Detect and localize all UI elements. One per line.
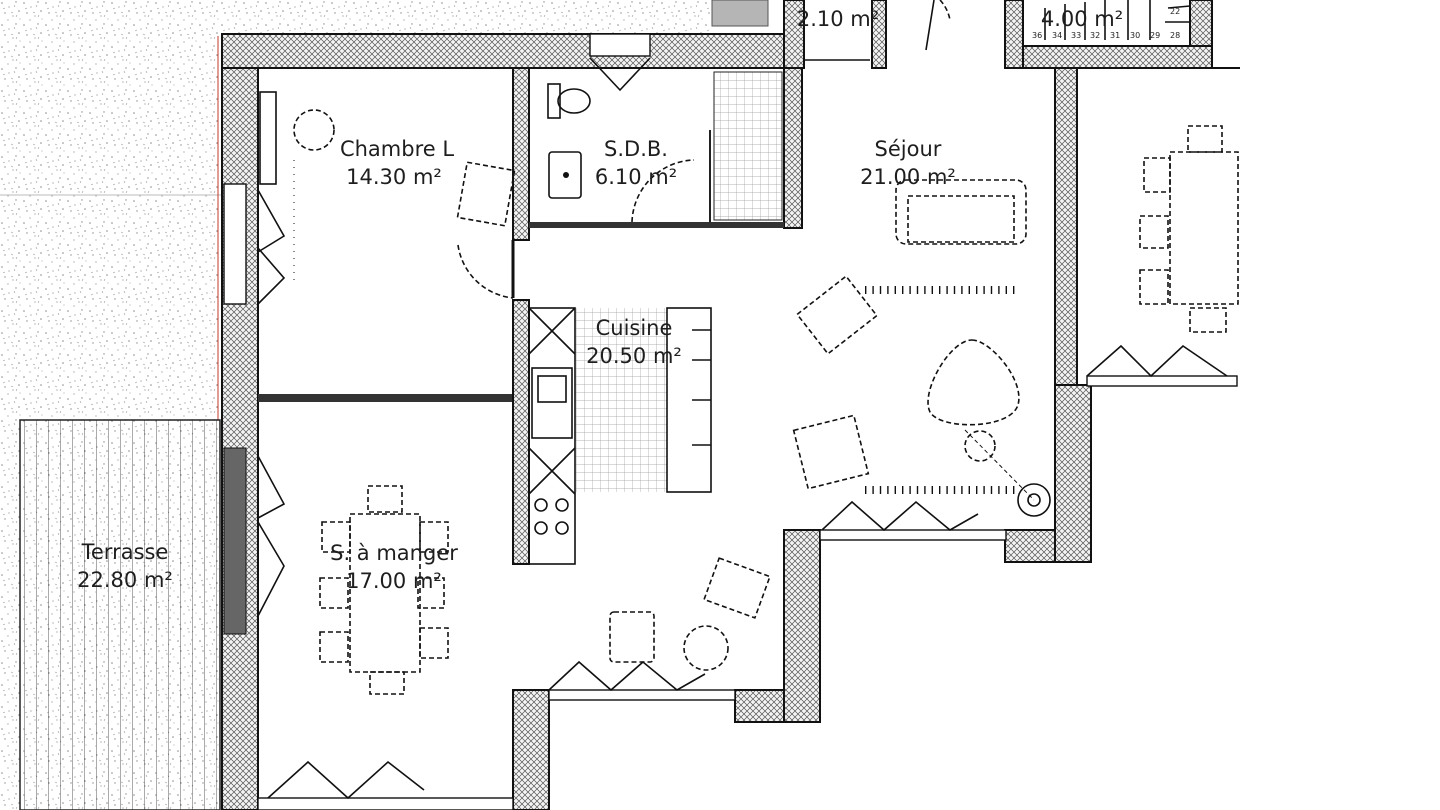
stair-numbers: 36 34 33 32 31 30 29 28 22 <box>1032 7 1180 40</box>
kitchen-fixtures <box>528 307 712 565</box>
chambre-label: Chambre L <box>340 137 454 161</box>
sdb-area: 6.10 m² <box>595 165 677 189</box>
stairs-area: 4.00 m² <box>1041 7 1123 31</box>
terrasse-area: 22.80 m² <box>77 568 173 592</box>
stair-number: 30 <box>1130 31 1140 40</box>
living-furniture <box>609 125 1239 671</box>
bedroom-furniture <box>259 91 516 299</box>
stair-number: 36 <box>1032 31 1042 40</box>
stair-number: 31 <box>1110 31 1120 40</box>
manger-area: 17.00 m² <box>346 569 442 593</box>
bathroom-fixtures <box>547 71 783 223</box>
west-windows <box>223 33 651 635</box>
sejour-label: Séjour <box>875 137 942 161</box>
chambre-area: 14.30 m² <box>346 165 442 189</box>
south-windows <box>257 344 1238 810</box>
terrasse-label: Terrasse <box>81 540 169 564</box>
stair-number: 34 <box>1052 31 1062 40</box>
walls <box>221 0 1213 810</box>
cuisine-label: Cuisine <box>596 316 673 340</box>
sdb-label: S.D.B. <box>604 137 668 161</box>
stair-number: 33 <box>1071 31 1081 40</box>
terrace-deck <box>19 419 221 810</box>
stair-number: 28 <box>1170 31 1180 40</box>
wc-area: 2.10 m² <box>797 7 879 31</box>
stair-number: 22 <box>1170 7 1180 16</box>
stair-number: 29 <box>1150 31 1160 40</box>
stairs-and-wc <box>804 0 1240 69</box>
room-labels: 2.10 m² 4.00 m² Chambre L 14.30 m² S.D.B… <box>77 7 1123 593</box>
manger-label: S. à manger <box>330 541 458 565</box>
sejour-area: 21.00 m² <box>860 165 956 189</box>
dining-furniture <box>319 485 449 695</box>
stair-number: 32 <box>1090 31 1100 40</box>
cuisine-area: 20.50 m² <box>586 344 682 368</box>
